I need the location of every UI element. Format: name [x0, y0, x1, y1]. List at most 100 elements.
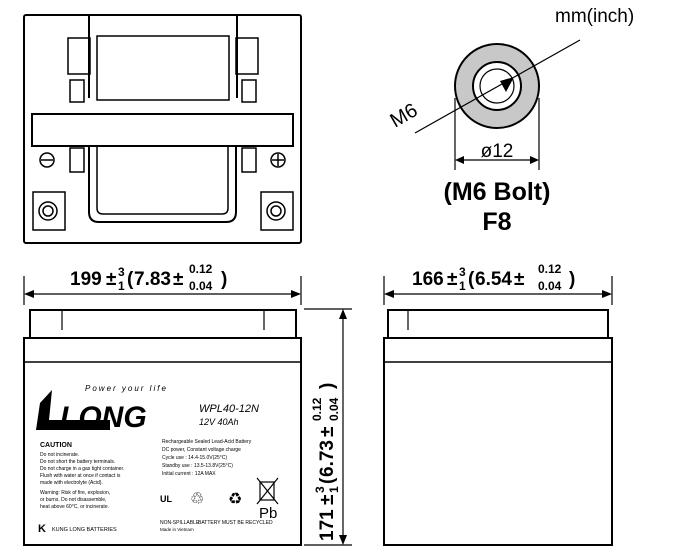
spec-list: Rechargeable Sealed Lead-Acid Battery DC…: [162, 439, 252, 477]
front-lid: [29, 309, 297, 339]
length-paren-open: (: [127, 269, 134, 290]
side-lid: [387, 309, 609, 339]
thread-label: M6: [387, 99, 422, 132]
width-tol-up: 3: [459, 265, 466, 279]
terminal-code: F8: [482, 208, 511, 236]
dia-arrow-right: [530, 156, 539, 164]
hgt-arrow-bottom: [339, 535, 347, 545]
terminal-positive-box: [260, 191, 294, 231]
caution-item: Do not charge in a gas tight container.: [40, 466, 124, 472]
top-view-outline: [23, 14, 302, 244]
handle-clip-right: [235, 37, 259, 75]
spec-line: Rechargeable Sealed Lead-Acid Battery: [162, 439, 252, 445]
length-pm: ±: [106, 269, 116, 290]
width-base: 166: [412, 269, 444, 290]
spec-line: Initial current : 12A MAX: [162, 471, 216, 477]
length-tol-up: 3: [118, 265, 125, 279]
caution-item: Do not incinerate.: [40, 452, 79, 458]
lower-tab-right: [241, 147, 257, 173]
height-tol-up: 3: [313, 486, 327, 493]
width-inch-low: 0.04: [538, 279, 562, 293]
caution-list: Do not incinerate. Do not short the batt…: [40, 452, 124, 510]
terminal-positive-hole: [270, 205, 282, 217]
width-tol-low: 1: [459, 279, 466, 293]
terminal-positive: [266, 201, 286, 221]
caution-title: CAUTION: [40, 442, 72, 449]
minus-symbol: [39, 152, 55, 168]
length-inch-pm: ±: [173, 269, 183, 290]
height-tol-low: 1: [327, 486, 341, 493]
width-paren-close: ): [569, 269, 575, 290]
handle-left-right: [88, 15, 238, 98]
wid-arrow-right: [602, 290, 612, 298]
lower-tab-left: [69, 147, 85, 173]
footer-right: BATTERY MUST BE RECYCLED: [198, 520, 273, 526]
maker-logo-icon: K: [38, 523, 46, 535]
spec-line: Standby use : 13.5-13.8V(25°C): [162, 463, 233, 469]
wid-arrow-left: [384, 290, 394, 298]
recycle-icon: ♲: [190, 491, 204, 508]
diameter-label: ø12: [481, 141, 514, 162]
maker-name: KUNG LONG BATTERIES: [52, 527, 117, 533]
terminal-negative: [38, 201, 58, 221]
length-inch-low: 0.04: [189, 279, 213, 293]
height-pm: ±: [317, 495, 338, 505]
width-pm: ±: [447, 269, 457, 290]
label-brand: LONG: [60, 401, 147, 434]
label-tagline: Power your life: [85, 384, 168, 393]
caution-item: made with electrolyte (Acid).: [40, 480, 103, 486]
hgt-arrow-top: [339, 309, 347, 319]
ul-mark-icon: UL: [160, 494, 172, 504]
made-in: Made in Vietnam: [160, 527, 194, 532]
plus-symbol: [270, 152, 286, 168]
terminal-negative-hole: [42, 205, 54, 217]
pb-mark: Pb: [259, 505, 277, 522]
height-base: 171: [317, 509, 338, 541]
leader-line: [414, 39, 581, 134]
recycle-arrows-icon: ♻: [228, 491, 242, 508]
logo-swoosh: [36, 390, 110, 430]
handle-clip-left: [67, 37, 91, 75]
caution-item: Do not short the battery terminals.: [40, 459, 115, 465]
width-dimension: 166 ± 3 1 ( 6.54 ± 0.12 0.04 ): [383, 262, 613, 305]
handle-recess: [96, 35, 230, 101]
dia-arrow-left: [455, 156, 464, 164]
length-dimension: 199 ± 3 1 ( 7.83 ± 0.12 0.04 ): [23, 262, 302, 305]
warning-line: or burns. Do not disassemble,: [40, 497, 106, 503]
lower-handle: [88, 146, 237, 223]
crossed-bin-icon: [256, 477, 279, 505]
width-paren-open: (: [468, 269, 475, 290]
units-label: mm(inch): [555, 6, 634, 27]
height-paren-open: (: [317, 477, 338, 484]
length-base: 199: [70, 269, 102, 290]
height-dimension: 171 ± 3 1 ( 6.73 ± 0.12 0.04 ): [304, 308, 352, 546]
len-arrow-right: [291, 290, 301, 298]
top-view: [23, 14, 302, 244]
terminal-negative-box: [32, 191, 66, 231]
length-tol-low: 1: [118, 279, 125, 293]
height-text: 171 ± 3 1 ( 6.73 ± 0.12 0.04 ): [310, 383, 341, 541]
height-inch: 6.73: [317, 440, 338, 477]
strap: [31, 113, 294, 147]
label-rating: 12V 40Ah: [199, 417, 239, 427]
length-inch: 7.83: [134, 269, 171, 290]
caution-item: Flush with water at once if contact is: [40, 473, 121, 479]
height-inch-low: 0.04: [327, 397, 341, 421]
warning-line: heat above 60°C, or incinerate.: [40, 504, 109, 510]
terminal-detail: mm(inch) M6 ø12 (M6 Bolt) F8: [387, 6, 635, 236]
terminal-thread: [479, 68, 515, 104]
len-arrow-left: [24, 290, 34, 298]
length-inch-up: 0.12: [189, 262, 213, 276]
front-body: [23, 337, 302, 546]
battery-label: Power your life LONG WPL40-12N 12V 40Ah …: [36, 384, 279, 535]
width-inch-up: 0.12: [538, 262, 562, 276]
height-inch-pm: ±: [317, 427, 338, 437]
width-inch: 6.54: [475, 269, 512, 290]
spec-line: DC power, Constant voltage charge: [162, 447, 241, 453]
bolt-label: (M6 Bolt): [444, 178, 551, 206]
lower-handle-inner: [96, 146, 229, 215]
side-view: [383, 309, 613, 546]
side-body: [383, 337, 613, 546]
label-model: WPL40-12N: [199, 403, 259, 415]
